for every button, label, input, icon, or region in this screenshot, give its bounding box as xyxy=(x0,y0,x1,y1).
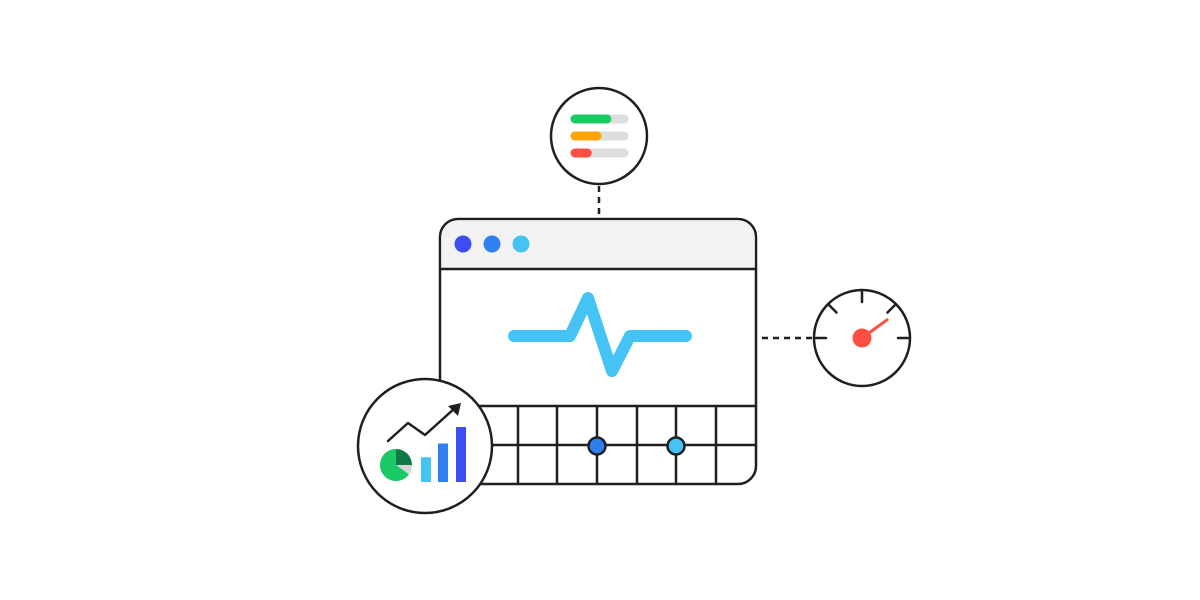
pie-slice-main xyxy=(379,449,409,481)
window-dot-1 xyxy=(454,235,472,253)
window-titlebar xyxy=(441,220,755,269)
progress-bars-icon xyxy=(570,114,629,158)
trend-line xyxy=(386,406,457,443)
analytics-chart-icon xyxy=(379,403,466,482)
progress-bars-badge xyxy=(549,86,649,186)
window-dot-3 xyxy=(512,235,530,253)
analytics-bar-1 xyxy=(421,457,431,482)
pie-slice-accent xyxy=(396,449,412,465)
speedometer-gauge-icon xyxy=(814,290,910,348)
bar-chart-icon xyxy=(421,427,466,482)
heartbeat-pulse-icon xyxy=(508,292,692,377)
analytics-badge xyxy=(356,377,494,515)
gauge-ticks xyxy=(814,290,910,340)
grid-point-1 xyxy=(587,436,607,456)
browser-window-icon xyxy=(438,217,758,486)
analytics-bar-2 xyxy=(438,443,448,482)
grid-point-2 xyxy=(666,436,686,456)
trend-arrow-head xyxy=(448,403,461,416)
gauge-hub xyxy=(852,328,872,348)
window-dot-2 xyxy=(483,235,501,253)
pie-chart-icon xyxy=(379,449,412,481)
speedometer-gauge-badge xyxy=(812,288,912,388)
analytics-bar-3 xyxy=(456,427,466,482)
